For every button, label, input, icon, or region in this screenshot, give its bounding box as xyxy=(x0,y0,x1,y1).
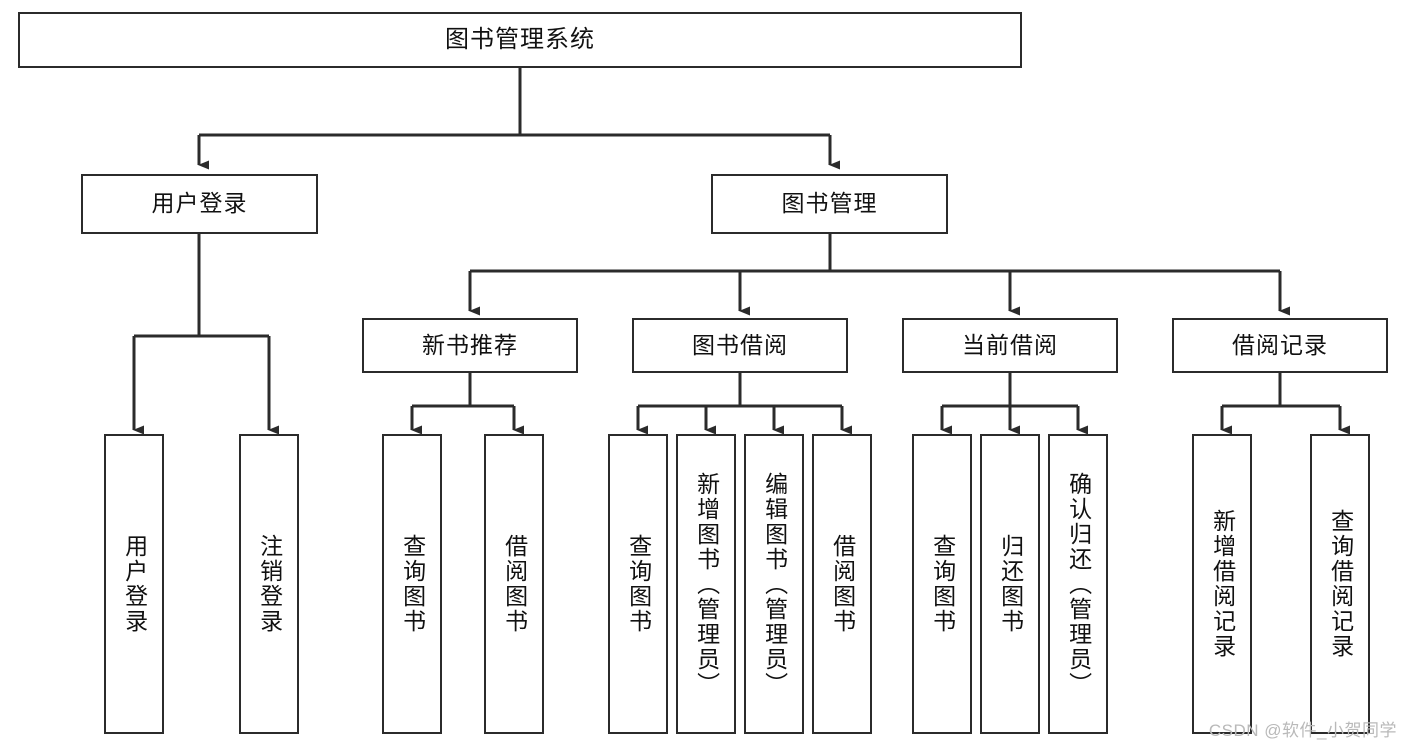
csdn-watermark: CSDN @软件_小贺同学 xyxy=(1208,721,1397,740)
node-borrow-record[interactable]: 借阅记录 xyxy=(1172,318,1388,373)
node-current-borrow[interactable]: 当前借阅 xyxy=(902,318,1118,373)
node-book-management[interactable]: 图书管理 xyxy=(711,174,948,234)
leaf-book-borrow-borrow-book[interactable]: 借阅图书 xyxy=(812,434,872,734)
leaf-label: 新增图书（管理员） xyxy=(693,471,720,697)
leaf-label: 用户登录 xyxy=(121,534,148,634)
leaf-user-login-login[interactable]: 用户登录 xyxy=(104,434,164,734)
leaf-current-borrow-return-book[interactable]: 归还图书 xyxy=(980,434,1040,734)
leaf-new-book-borrow-book[interactable]: 借阅图书 xyxy=(484,434,544,734)
leaf-label: 借阅图书 xyxy=(829,534,856,634)
leaf-label: 借阅图书 xyxy=(501,534,528,634)
leaf-current-borrow-query-book[interactable]: 查询图书 xyxy=(912,434,972,734)
leaf-book-borrow-edit-book[interactable]: 编辑图书（管理员） xyxy=(744,434,804,734)
leaf-book-borrow-query-book[interactable]: 查询图书 xyxy=(608,434,668,734)
leaf-new-book-query-book[interactable]: 查询图书 xyxy=(382,434,442,734)
leaf-label: 新增借阅记录 xyxy=(1209,509,1236,659)
leaf-label: 编辑图书（管理员） xyxy=(761,471,788,697)
leaf-label: 注销登录 xyxy=(256,534,283,634)
leaf-user-login-logout[interactable]: 注销登录 xyxy=(239,434,299,734)
leaf-label: 查询图书 xyxy=(929,534,956,634)
leaf-label: 查询图书 xyxy=(625,534,652,634)
node-user-login[interactable]: 用户登录 xyxy=(81,174,318,234)
leaf-borrow-record-add-record[interactable]: 新增借阅记录 xyxy=(1192,434,1252,734)
node-new-book-recommend[interactable]: 新书推荐 xyxy=(362,318,578,373)
leaf-label: 查询图书 xyxy=(399,534,426,634)
leaf-book-borrow-add-book[interactable]: 新增图书（管理员） xyxy=(676,434,736,734)
node-book-borrow[interactable]: 图书借阅 xyxy=(632,318,848,373)
leaf-label: 查询借阅记录 xyxy=(1327,509,1354,659)
node-root-system[interactable]: 图书管理系统 xyxy=(18,12,1022,68)
leaf-label: 归还图书 xyxy=(997,534,1024,634)
leaf-label: 确认归还（管理员） xyxy=(1065,471,1092,697)
leaf-borrow-record-query-record[interactable]: 查询借阅记录 xyxy=(1310,434,1370,734)
leaf-current-borrow-confirm-return[interactable]: 确认归还（管理员） xyxy=(1048,434,1108,734)
